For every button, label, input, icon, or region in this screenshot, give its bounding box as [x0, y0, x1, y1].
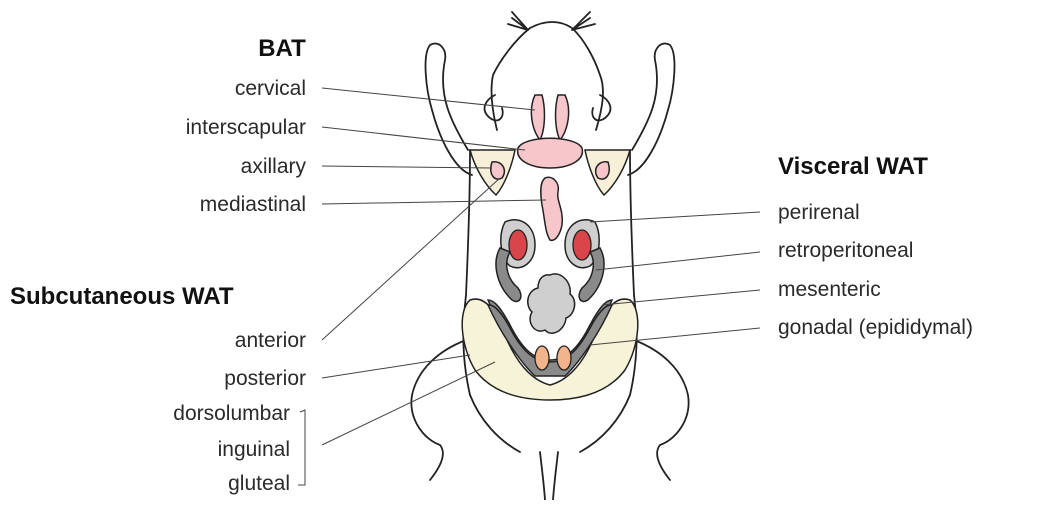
leader-mesenteric: [602, 290, 760, 305]
cervical-bat-right: [556, 95, 569, 140]
label-mediastinal: mediastinal: [200, 193, 306, 216]
label-perirenal: perirenal: [778, 201, 860, 224]
kidney-right: [573, 230, 591, 260]
forelimb-right: [628, 43, 674, 175]
tail: [540, 452, 558, 500]
bat-title: BAT: [258, 35, 306, 62]
leader-retroperitoneal: [596, 252, 760, 270]
interscapular-bat: [518, 138, 583, 168]
whiskers-right: [572, 12, 595, 30]
label-cervical: cervical: [235, 77, 306, 100]
axillary-bat-right: [596, 162, 610, 179]
axillary-bat-left: [491, 162, 505, 179]
cervical-bat: [531, 95, 544, 140]
label-gonadal: gonadal (epididymal): [778, 316, 973, 339]
bracket: [298, 410, 305, 485]
label-axillary: axillary: [241, 155, 307, 178]
label-mesenteric: mesenteric: [778, 278, 881, 301]
leader-axillary: [322, 166, 492, 168]
mouse-outline: [411, 12, 688, 500]
label-gluteal: gluteal: [228, 472, 290, 495]
visceral-title: Visceral WAT: [778, 153, 928, 180]
leader-posterior: [322, 355, 470, 378]
label-retroperitoneal: retroperitoneal: [778, 239, 913, 262]
label-dorsolumbar: dorsolumbar: [173, 402, 290, 425]
label-posterior: posterior: [224, 367, 306, 390]
gonad-left-front: [535, 346, 549, 370]
leader-interscapular: [322, 127, 525, 150]
kidney-left: [509, 230, 527, 260]
forelimb-left: [426, 43, 472, 175]
label-anterior: anterior: [235, 329, 306, 352]
mouse-head: [492, 22, 603, 130]
gonad-right-front: [557, 346, 571, 370]
label-interscapular: interscapular: [186, 116, 306, 139]
leader-perirenal: [590, 212, 760, 222]
label-inguinal: inguinal: [218, 438, 290, 461]
subcutaneous-title: Subcutaneous WAT: [10, 283, 234, 310]
leader-mediastinal: [322, 200, 546, 204]
whiskers-left: [508, 12, 528, 30]
mediastinal-bat: [541, 177, 563, 240]
wat-depots: [462, 220, 638, 400]
mesenteric-wat: [528, 274, 575, 333]
